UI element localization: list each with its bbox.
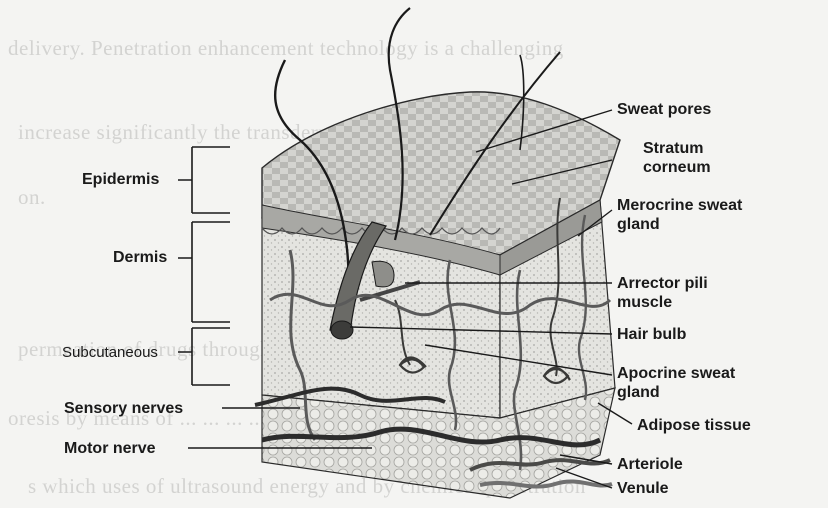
- label-hair-bulb: Hair bulb: [617, 325, 686, 344]
- label-arrector-line1: Arrector pili: [617, 274, 708, 293]
- label-adipose-tissue: Adipose tissue: [637, 416, 751, 435]
- label-merocrine-line1: Merocrine sweat: [617, 196, 742, 215]
- label-dermis: Dermis: [113, 248, 167, 267]
- label-sensory-nerves: Sensory nerves: [64, 399, 183, 418]
- label-apocrine-line1: Apocrine sweat: [617, 364, 735, 383]
- label-arrector-line2: muscle: [617, 293, 672, 312]
- label-epidermis: Epidermis: [82, 170, 159, 189]
- label-apocrine-line2: gland: [617, 383, 660, 402]
- hair-bulb-shape: [331, 321, 353, 339]
- dermis-bracket: [178, 222, 230, 322]
- sebaceous-gland: [372, 261, 394, 287]
- label-stratum-line1: Stratum: [643, 139, 703, 158]
- label-stratum-line2: corneum: [643, 158, 711, 177]
- label-motor-nerve: Motor nerve: [64, 439, 156, 458]
- venule-leader: [556, 468, 612, 488]
- subcutaneous-bracket: [178, 328, 230, 385]
- label-venule: Venule: [617, 479, 669, 498]
- label-merocrine-line2: gland: [617, 215, 660, 234]
- label-sweat-pores: Sweat pores: [617, 100, 711, 119]
- epidermis-bracket: [178, 147, 230, 213]
- label-arteriole: Arteriole: [617, 455, 683, 474]
- label-subcutaneous: Subcutaneous: [62, 343, 158, 362]
